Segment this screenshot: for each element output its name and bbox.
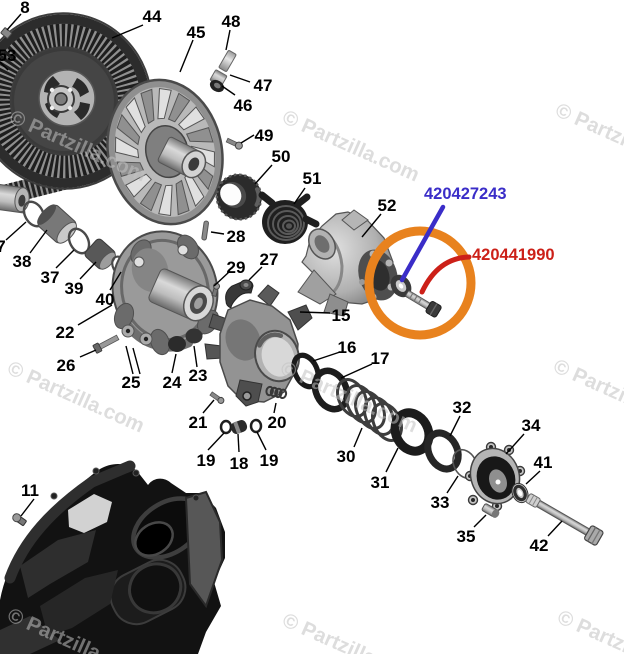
- svg-text:51: 51: [303, 169, 322, 188]
- svg-text:50: 50: [272, 147, 291, 166]
- svg-text:39: 39: [65, 279, 84, 298]
- svg-text:53: 53: [0, 46, 16, 65]
- svg-text:30: 30: [337, 447, 356, 466]
- svg-text:42: 42: [530, 536, 549, 555]
- svg-text:52: 52: [378, 196, 397, 215]
- svg-text:23: 23: [189, 366, 208, 385]
- svg-text:35: 35: [457, 527, 476, 546]
- svg-text:© Partzilla.com: © Partzilla.com: [279, 609, 423, 654]
- svg-text:27: 27: [260, 250, 279, 269]
- svg-text:33: 33: [431, 493, 450, 512]
- svg-text:47: 47: [254, 76, 273, 95]
- svg-text:11: 11: [21, 481, 39, 500]
- svg-text:44: 44: [143, 7, 162, 26]
- svg-text:31: 31: [371, 473, 390, 492]
- svg-text:45: 45: [187, 23, 206, 42]
- svg-text:19: 19: [197, 451, 216, 470]
- svg-text:15: 15: [332, 306, 351, 325]
- svg-text:49: 49: [255, 126, 274, 145]
- svg-text:25: 25: [122, 373, 141, 392]
- svg-text:48: 48: [222, 12, 241, 31]
- svg-text:7: 7: [0, 237, 6, 256]
- svg-text:© Partzilla.com: © Partzilla.com: [550, 355, 624, 436]
- svg-text:8: 8: [20, 0, 29, 17]
- svg-text:© Partzilla.com: © Partzilla.com: [279, 106, 423, 187]
- svg-text:16: 16: [338, 338, 357, 357]
- svg-text:© Partzilla.com: © Partzilla.com: [552, 99, 624, 180]
- svg-text:420441990: 420441990: [472, 246, 555, 264]
- svg-text:18: 18: [230, 454, 249, 473]
- svg-text:32: 32: [453, 398, 472, 417]
- svg-text:40: 40: [96, 290, 115, 309]
- svg-text:28: 28: [227, 227, 246, 246]
- svg-text:46: 46: [234, 96, 253, 115]
- svg-text:20: 20: [268, 413, 287, 432]
- svg-text:420427243: 420427243: [424, 185, 507, 203]
- svg-text:17: 17: [371, 349, 390, 368]
- svg-text:19: 19: [260, 451, 279, 470]
- svg-text:24: 24: [163, 373, 182, 392]
- svg-text:© Partzilla.com: © Partzilla.com: [4, 357, 148, 438]
- svg-text:34: 34: [522, 416, 541, 435]
- svg-text:38: 38: [13, 252, 32, 271]
- svg-text:22: 22: [56, 323, 75, 342]
- svg-text:21: 21: [189, 413, 208, 432]
- svg-text:© Partzilla.com: © Partzilla.com: [277, 357, 421, 438]
- svg-text:26: 26: [57, 356, 76, 375]
- svg-text:41: 41: [534, 453, 553, 472]
- svg-text:37: 37: [41, 268, 60, 287]
- svg-text:29: 29: [227, 258, 246, 277]
- svg-text:© Partzilla.com: © Partzilla.com: [554, 606, 624, 654]
